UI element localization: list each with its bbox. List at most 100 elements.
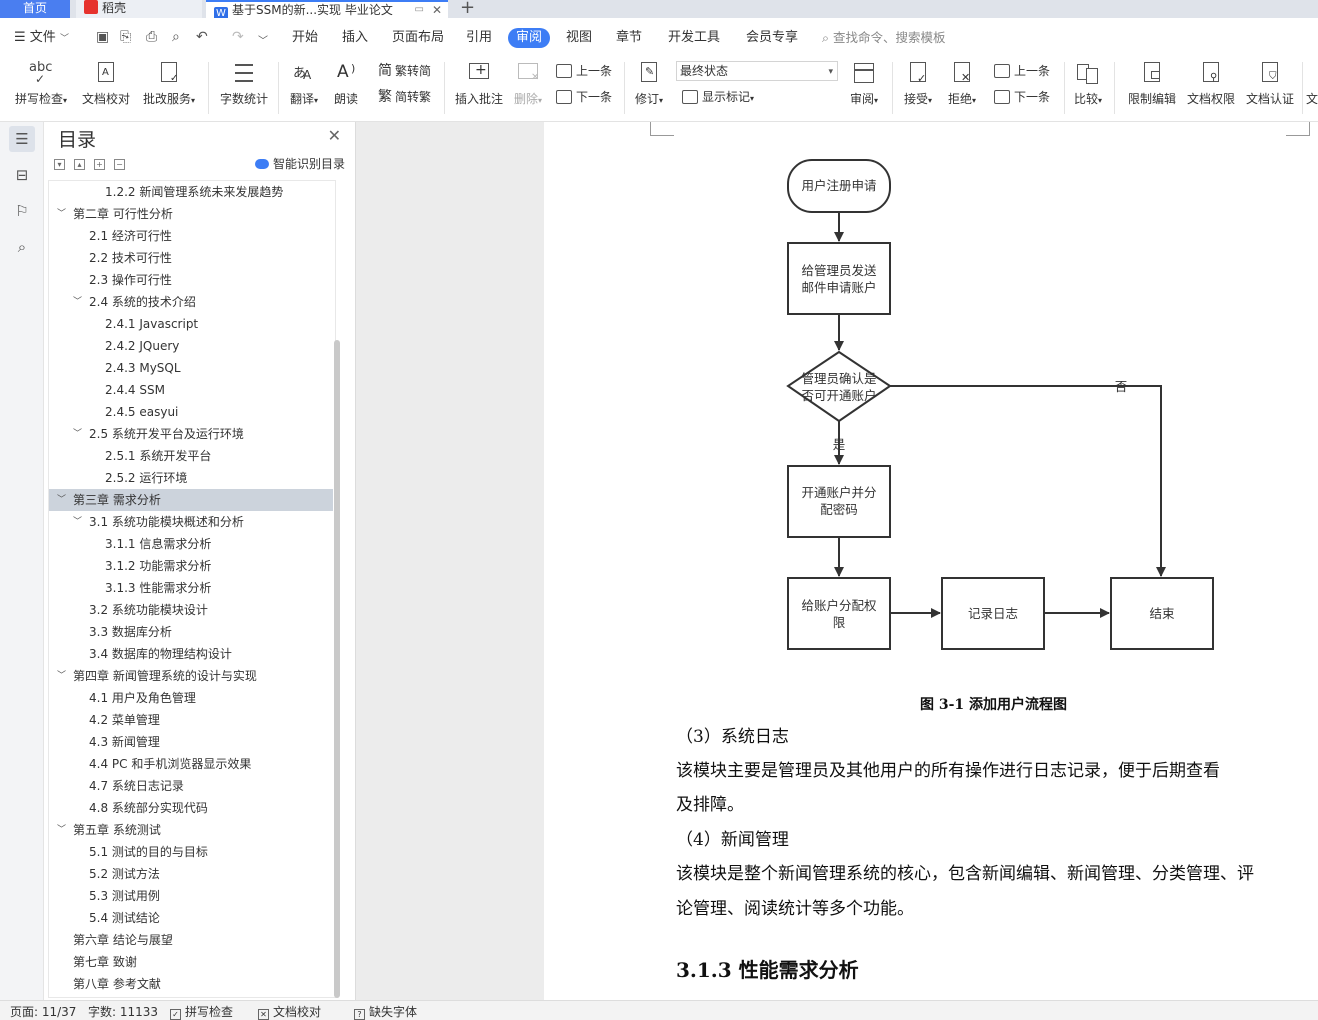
- toc-item[interactable]: 2.4.1 Javascript: [49, 313, 333, 335]
- quick-access-dropdown-icon[interactable]: ﹀: [258, 36, 268, 47]
- toc-item[interactable]: 1.2.2 新闻管理系统未来发展趋势: [49, 181, 333, 203]
- cut-off-ribbon-button[interactable]: 文: [1306, 60, 1318, 107]
- toc-item[interactable]: 2.5.2 运行环境: [49, 467, 333, 489]
- toc-item[interactable]: 3.1.2 功能需求分析: [49, 555, 333, 577]
- menu-page-layout[interactable]: 页面布局: [392, 30, 445, 45]
- file-menu[interactable]: ☰ 文件 ﹀: [14, 30, 69, 45]
- doc-cert-button[interactable]: ⛉ 文档认证: [1242, 60, 1298, 107]
- menu-member[interactable]: 会员专享: [746, 30, 799, 45]
- chevron-down-icon[interactable]: ﹀: [73, 429, 83, 439]
- toc-item[interactable]: ﹀第三章 需求分析: [49, 489, 333, 511]
- read-aloud-button[interactable]: A) 朗读: [333, 62, 358, 106]
- toc-item[interactable]: 4.1 用户及角色管理: [49, 687, 333, 709]
- compare-button[interactable]: 比较▾: [1070, 60, 1106, 107]
- toc-item[interactable]: 2.4.2 JQuery: [49, 335, 333, 357]
- review-pane-button[interactable]: 审阅▾: [846, 60, 882, 107]
- toc-item[interactable]: 5.2 测试方法: [49, 863, 333, 885]
- menu-review[interactable]: 审阅: [508, 28, 551, 48]
- status-missing-font[interactable]: ?缺失字体: [354, 1004, 417, 1020]
- preview-icon[interactable]: ⌕: [172, 29, 180, 45]
- toc-item[interactable]: 3.1.3 性能需求分析: [49, 577, 333, 599]
- display-state-select[interactable]: 最终状态▾: [676, 61, 838, 81]
- toc-item[interactable]: 4.2 菜单管理: [49, 709, 333, 731]
- close-tab-icon[interactable]: ✕: [431, 3, 442, 17]
- toc-item[interactable]: 2.4.3 MySQL: [49, 357, 333, 379]
- toc-item[interactable]: ﹀2.5 系统开发平台及运行环境: [49, 423, 333, 445]
- toc-item[interactable]: 5.4 测试结论: [49, 907, 333, 929]
- print-icon[interactable]: ⎙: [146, 29, 158, 45]
- expand-all-icon[interactable]: ▾: [54, 159, 65, 170]
- toc-item[interactable]: 第七章 致谢: [49, 951, 333, 973]
- batch-service-button[interactable]: ✓ 批改服务▾: [140, 60, 198, 107]
- accept-button[interactable]: ✓ 接受▾: [900, 60, 936, 107]
- menu-insert[interactable]: 插入: [342, 30, 369, 45]
- show-markup-button[interactable]: 显示标记▾: [682, 89, 754, 107]
- toc-item[interactable]: 2.3 操作可行性: [49, 269, 333, 291]
- redo-icon[interactable]: ↷: [232, 29, 244, 45]
- chevron-down-icon[interactable]: ﹀: [57, 209, 67, 219]
- toc-item[interactable]: 3.1.1 信息需求分析: [49, 533, 333, 555]
- toc-item[interactable]: 5.3 测试用例: [49, 885, 333, 907]
- chevron-down-icon[interactable]: ﹀: [57, 671, 67, 681]
- smart-toc-button[interactable]: 智能识别目录: [254, 155, 345, 172]
- next-comment-button[interactable]: 下一条: [556, 89, 612, 105]
- add-heading-icon[interactable]: +: [94, 159, 105, 170]
- collapse-all-icon[interactable]: ▴: [74, 159, 85, 170]
- command-search[interactable]: ⌕ 查找命令、搜索模板: [822, 30, 946, 45]
- status-doc-proof[interactable]: ✕文档校对: [258, 1004, 321, 1020]
- toc-item[interactable]: 2.1 经济可行性: [49, 225, 333, 247]
- previous-change-button[interactable]: 上一条: [994, 63, 1050, 79]
- toc-item[interactable]: 5.1 测试的目的与目标: [49, 841, 333, 863]
- toc-item[interactable]: 4.8 系统部分实现代码: [49, 797, 333, 819]
- tab-daoke[interactable]: 稻壳: [76, 0, 202, 18]
- revise-button[interactable]: ✎ 修订▾: [630, 60, 668, 107]
- toc-item[interactable]: 2.4.4 SSM: [49, 379, 333, 401]
- toc-item[interactable]: ﹀2.4 系统的技术介绍: [49, 291, 333, 313]
- toc-item[interactable]: 4.3 新闻管理: [49, 731, 333, 753]
- toc-item[interactable]: 4.4 PC 和手机浏览器显示效果: [49, 753, 333, 775]
- undo-icon[interactable]: ↶: [196, 29, 208, 45]
- word-count-indicator[interactable]: 字数: 11133: [88, 1005, 159, 1019]
- toc-item[interactable]: 2.5.1 系统开发平台: [49, 445, 333, 467]
- menu-chapter[interactable]: 章节: [616, 30, 643, 45]
- pin-icon[interactable]: ▭: [414, 4, 424, 15]
- status-spell-check[interactable]: ✓拼写检查: [170, 1004, 233, 1020]
- toc-item[interactable]: 3.2 系统功能模块设计: [49, 599, 333, 621]
- toc-item[interactable]: 2.4.5 easyui: [49, 401, 333, 423]
- toc-item[interactable]: 3.4 数据库的物理结构设计: [49, 643, 333, 665]
- chevron-down-icon[interactable]: ﹀: [57, 825, 67, 835]
- reject-button[interactable]: ✕ 拒绝▾: [944, 60, 980, 107]
- new-tab-icon[interactable]: +: [460, 0, 476, 18]
- save-icon[interactable]: ▣: [96, 29, 110, 45]
- menu-reference[interactable]: 引用: [466, 30, 493, 45]
- toc-panel-icon[interactable]: ☰: [9, 126, 35, 152]
- page-indicator[interactable]: 页面: 11/37: [10, 1005, 77, 1019]
- toc-item[interactable]: 2.2 技术可行性: [49, 247, 333, 269]
- menu-view[interactable]: 视图: [566, 30, 593, 45]
- delete-comment-button[interactable]: ✕ 删除▾: [510, 60, 546, 107]
- previous-comment-button[interactable]: 上一条: [556, 63, 612, 79]
- simplified-to-traditional-button[interactable]: 繁简转繁: [378, 89, 432, 105]
- toc-item[interactable]: ﹀3.1 系统功能模块概述和分析: [49, 511, 333, 533]
- doc-permission-button[interactable]: ⚲ 文档权限: [1184, 60, 1238, 107]
- export-icon[interactable]: ⎘: [120, 29, 132, 45]
- next-change-button[interactable]: 下一条: [994, 89, 1050, 105]
- spell-check-button[interactable]: abc✓ 拼写检查▾: [14, 60, 68, 106]
- menu-developer[interactable]: 开发工具: [668, 30, 721, 45]
- doc-proof-button[interactable]: A 文档校对: [80, 60, 132, 107]
- search-icon[interactable]: ⌕: [17, 238, 27, 256]
- toc-item[interactable]: ﹀第四章 新闻管理系统的设计与实现: [49, 665, 333, 687]
- toc-item[interactable]: 3.3 数据库分析: [49, 621, 333, 643]
- toc-item[interactable]: ﹀第五章 系统测试: [49, 819, 333, 841]
- chevron-down-icon[interactable]: ﹀: [73, 297, 83, 307]
- toc-scrollbar[interactable]: [334, 340, 340, 998]
- chevron-down-icon[interactable]: ﹀: [57, 495, 67, 505]
- close-panel-icon[interactable]: ✕: [327, 126, 341, 145]
- remove-heading-icon[interactable]: −: [114, 159, 125, 170]
- traditional-to-simplified-button[interactable]: 简繁转简: [378, 63, 432, 79]
- bookmark-icon[interactable]: ⚐: [15, 202, 29, 220]
- toc-item[interactable]: 第六章 结论与展望: [49, 929, 333, 951]
- tab-home[interactable]: 首页: [0, 0, 70, 18]
- toc-item[interactable]: 第八章 参考文献: [49, 973, 333, 995]
